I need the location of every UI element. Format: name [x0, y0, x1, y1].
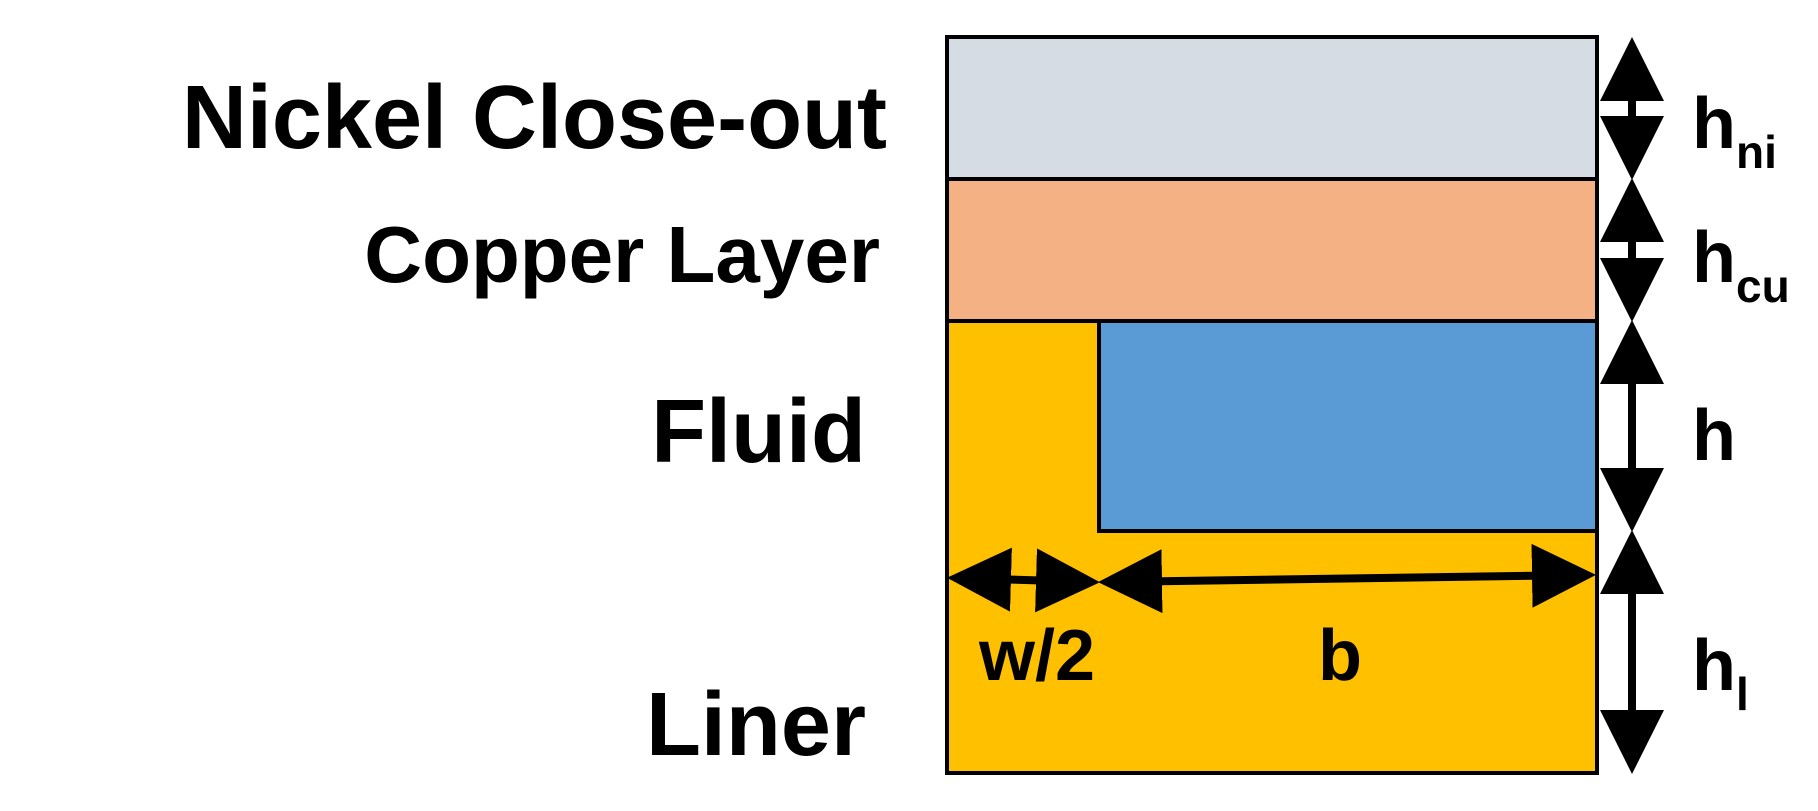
h-label: h — [1692, 396, 1736, 476]
h-l-label-subscript: l — [1736, 668, 1749, 720]
w-half-label: w/2 — [978, 616, 1095, 696]
h-cu-label: hcu — [1692, 218, 1790, 312]
nickel-closeout-layer — [945, 35, 1599, 181]
fluid-channel — [1097, 319, 1599, 533]
copper-layer — [945, 177, 1599, 323]
horizontal-dimension-arrows — [947, 543, 1596, 614]
copper-layer-label: Copper Layer — [364, 210, 880, 299]
h-ni-label-subscript: ni — [1736, 126, 1777, 178]
liner-label: Liner — [646, 675, 866, 775]
fluid-label: Fluid — [651, 382, 866, 482]
b-label: b — [1318, 616, 1362, 696]
h-ni-label: hni — [1692, 84, 1777, 178]
h-cu-label-base: h — [1692, 218, 1736, 298]
layer-labels: Nickel Close-out Copper Layer Fluid Line… — [182, 68, 887, 775]
h-label-base: h — [1692, 396, 1736, 476]
h-ni-label-base: h — [1692, 84, 1736, 164]
h-cu-label-subscript: cu — [1736, 260, 1790, 312]
h-l-label-base: h — [1692, 626, 1736, 706]
h-l-label: hl — [1692, 626, 1749, 720]
dimension-labels: hni hcu h hl w/2 b — [978, 84, 1790, 720]
nickel-closeout-label: Nickel Close-out — [182, 68, 887, 168]
b-arrow — [1098, 543, 1596, 614]
w-half-arrow — [947, 547, 1100, 613]
